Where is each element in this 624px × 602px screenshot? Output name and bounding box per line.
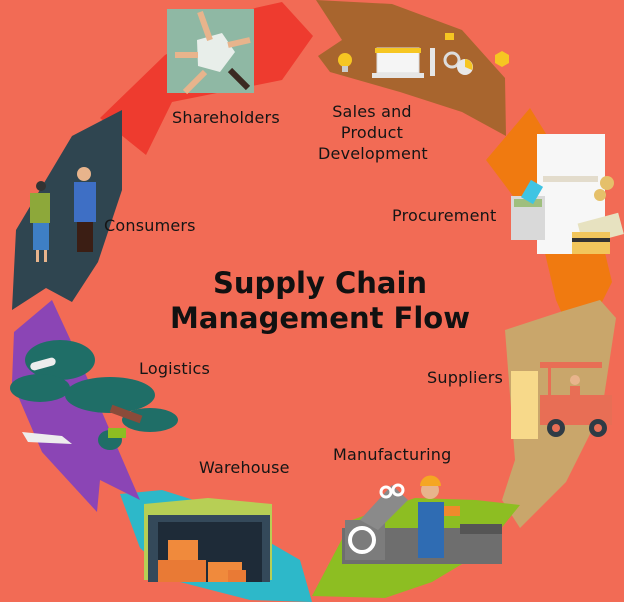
label-consumers: Consumers (104, 216, 196, 235)
label-warehouse: Warehouse (199, 458, 290, 477)
factory-worker-machine-icon (342, 475, 502, 564)
label-manufacturing: Manufacturing (333, 445, 452, 464)
label-procurement: Procurement (392, 206, 497, 225)
label-suppliers: Suppliers (427, 368, 504, 387)
diagram-title: Supply Chain Management Flow (120, 266, 520, 336)
purchase-order-calculator-icon (511, 134, 624, 254)
label-sales-product-development: Sales and Product Development (318, 101, 428, 164)
title-line-1: Supply Chain (212, 266, 428, 300)
laptop-tools-icon (338, 33, 509, 78)
label-line: Development (318, 144, 428, 163)
label-logistics: Logistics (139, 359, 211, 378)
title-line-2: Management Flow (169, 301, 471, 335)
arrow-consumers (12, 110, 122, 310)
hands-together-icon (167, 9, 254, 95)
warehouse-boxes-icon (144, 498, 272, 582)
couple-people-icon (30, 167, 96, 262)
world-map-transport-icon (10, 340, 178, 450)
label-line: Sales and (332, 102, 412, 121)
label-shareholders: Shareholders (172, 108, 280, 127)
forklift-icon (511, 362, 612, 439)
label-line: Product (340, 123, 404, 142)
